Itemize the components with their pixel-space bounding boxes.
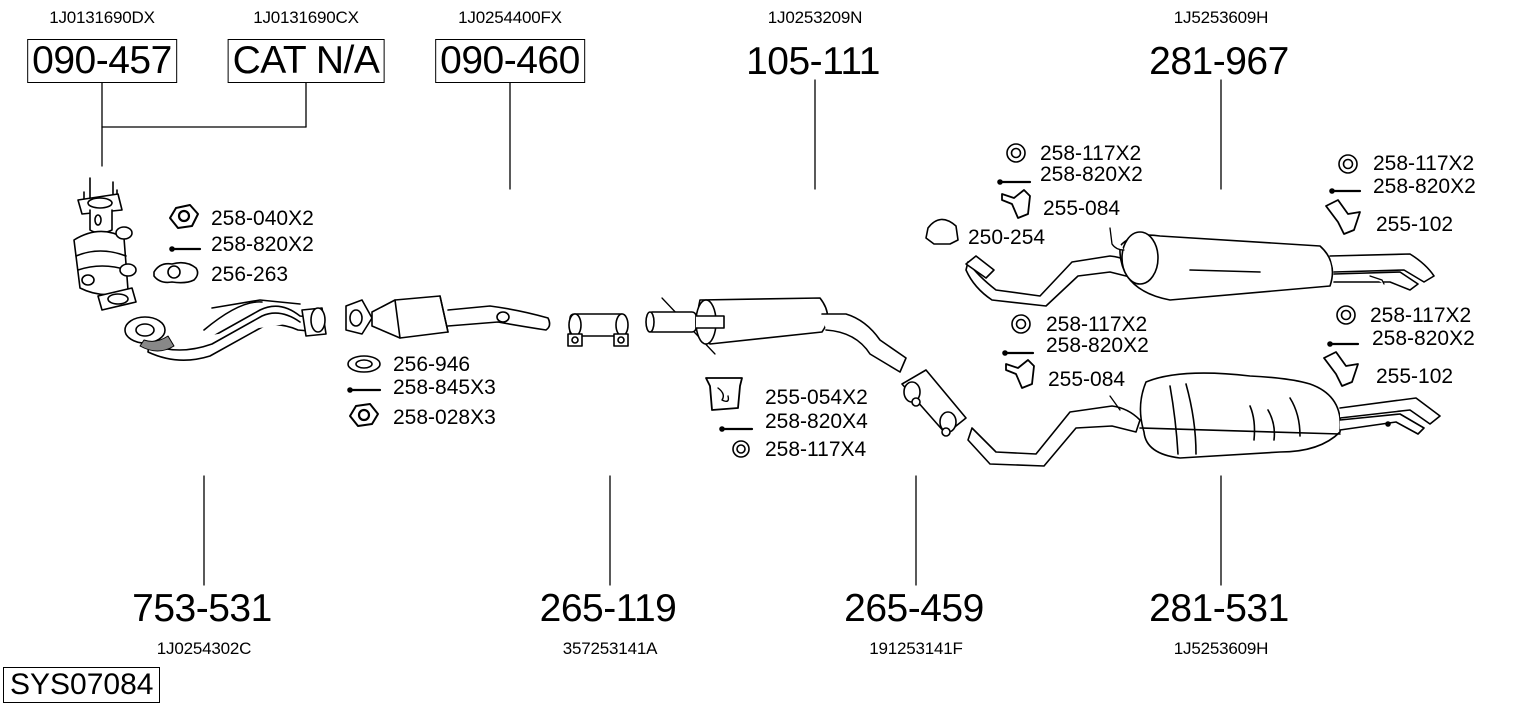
accessory-label[interactable]: 256-263 <box>211 263 289 286</box>
washer-icon-hole <box>736 444 746 454</box>
nut-icon-hole <box>177 209 191 223</box>
oem-number-top-5: 1J5253609H <box>1173 8 1269 27</box>
leader-lines-top <box>101 79 1222 190</box>
oem-number-top-3: 1J0254400FX <box>458 8 562 27</box>
bolt-icon-head <box>1329 188 1335 194</box>
washer-icon-hole <box>1015 318 1027 330</box>
oem-number-bottom-3: 191253141F <box>869 639 963 658</box>
accessory-label[interactable]: 258-117X2 <box>1046 313 1148 336</box>
bolt-icon-head <box>997 179 1003 185</box>
rear-upper-right-accessory-icons <box>1325 154 1362 235</box>
washer-icon <box>1011 314 1031 334</box>
bolt-icon-head <box>1002 350 1008 356</box>
oem-number-top-4: 1J0253209N <box>767 8 863 27</box>
bolt-icon-head <box>169 246 175 252</box>
clamp-icon <box>925 218 959 245</box>
gasket-icon <box>153 261 199 284</box>
gasket-icon-hole <box>167 265 181 279</box>
bolt-icon-head <box>719 426 725 432</box>
oem-number-top-1: 1J0131690DX <box>49 8 155 27</box>
leader-lines-bottom <box>203 475 1222 586</box>
bracket-icon <box>1323 351 1359 387</box>
rear-lower-left-accessory-icons <box>1002 314 1035 389</box>
accessory-label[interactable]: 258-820X2 <box>1046 334 1149 357</box>
washer-icon-hole <box>1340 309 1352 321</box>
oem-number-bottom-4: 1J5253609H <box>1173 639 1269 658</box>
accessory-label[interactable]: 255-084 <box>1043 197 1121 220</box>
accessory-label[interactable]: 258-820X2 <box>1040 163 1143 186</box>
manifold-catalyst-part <box>73 177 137 311</box>
accessory-label[interactable]: 250-254 <box>968 226 1046 249</box>
accessory-label[interactable]: 258-820X2 <box>1372 327 1475 350</box>
part-number-box-cat[interactable]: CAT N/A <box>227 39 385 83</box>
accessory-label[interactable]: 258-117X2 <box>1373 152 1475 175</box>
front-pipe-accessory-icons <box>153 204 202 284</box>
part-number-box-090-457[interactable]: 090-457 <box>27 39 177 83</box>
washer-icon <box>1006 143 1026 163</box>
accessory-label[interactable]: 258-845X3 <box>393 376 496 399</box>
accessory-label[interactable]: 256-946 <box>393 353 471 376</box>
washer-icon <box>1336 305 1356 325</box>
accessory-label[interactable]: 258-117X2 <box>1370 304 1472 327</box>
washer-icon <box>1338 154 1358 174</box>
rubber-hanger-icon <box>1001 189 1031 219</box>
middle-silencer-accessory-icons <box>705 377 754 458</box>
accessory-label[interactable]: 255-084 <box>1048 368 1126 391</box>
part-number-265-119[interactable]: 265-119 <box>539 587 677 630</box>
accessory-label[interactable]: 255-102 <box>1376 213 1454 236</box>
washer-icon-hole <box>1342 158 1354 170</box>
ring-gasket-icon <box>347 355 381 373</box>
accessory-label[interactable]: 258-040X2 <box>211 207 314 230</box>
nut-icon <box>349 403 379 427</box>
accessory-label[interactable]: 258-117X4 <box>765 438 867 461</box>
part-number-105-111[interactable]: 105-111 <box>746 40 880 83</box>
connector-clamp-part <box>901 369 967 437</box>
part-number-box-090-460[interactable]: 090-460 <box>435 39 585 83</box>
system-code-box: SYS07084 <box>3 667 161 703</box>
accessory-label[interactable]: 258-820X2 <box>1373 175 1476 198</box>
ring-gasket-icon-hole <box>355 359 373 369</box>
part-number-281-967[interactable]: 281-967 <box>1149 40 1289 83</box>
part-number-281-531[interactable]: 281-531 <box>1149 587 1289 630</box>
rubber-hanger-icon <box>1005 359 1035 389</box>
front-pipe-part <box>124 299 327 361</box>
rear-silencer-upper-part <box>965 227 1435 307</box>
oem-number-bottom-1: 1J0254302C <box>156 639 252 658</box>
washer-icon <box>732 440 750 458</box>
rear-lower-right-accessory-icons <box>1323 305 1360 387</box>
rubber-hanger-icon <box>705 377 743 411</box>
accessory-label[interactable]: 258-117X2 <box>1040 142 1142 165</box>
oem-number-top-2: 1J0131690CX <box>253 8 359 27</box>
accessory-label[interactable]: 255-054X2 <box>765 386 868 409</box>
bolt-icon-head <box>1327 341 1333 347</box>
part-number-753-531[interactable]: 753-531 <box>132 587 272 630</box>
nut-icon-hole <box>357 408 371 422</box>
accessory-label[interactable]: 258-820X4 <box>765 410 868 433</box>
bracket-icon <box>1325 199 1361 235</box>
middle-silencer-part <box>645 297 907 373</box>
accessory-label[interactable]: 258-820X2 <box>211 233 314 256</box>
catalyst-accessory-icons <box>347 355 382 427</box>
accessory-label[interactable]: 258-028X3 <box>393 406 496 429</box>
accessory-label[interactable]: 255-102 <box>1376 365 1454 388</box>
clamp-part <box>567 313 629 347</box>
oem-number-bottom-2: 357253141A <box>562 639 658 658</box>
catalyst-part <box>345 295 551 339</box>
washer-icon-hole <box>1010 147 1022 159</box>
bolt-icon-head <box>347 387 353 393</box>
rear-silencer-lower-part <box>967 372 1441 467</box>
rear-upper-left-accessory-icons <box>925 143 1032 245</box>
part-number-265-459[interactable]: 265-459 <box>844 587 984 630</box>
nut-icon <box>169 204 199 229</box>
